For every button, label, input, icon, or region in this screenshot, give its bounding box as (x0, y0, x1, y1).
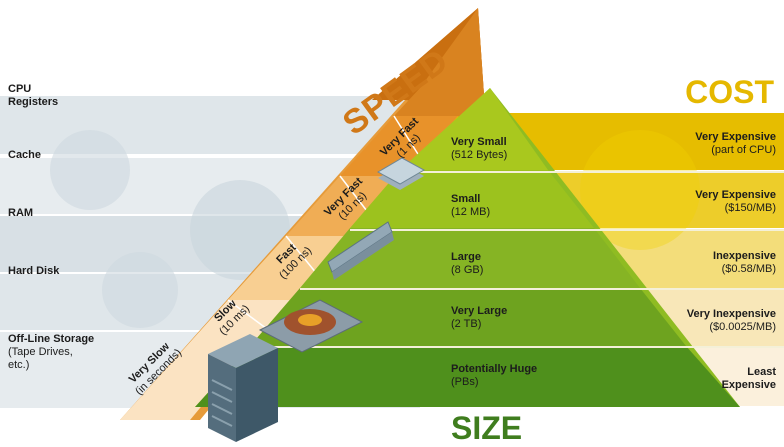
cost-value: Very Expensive (695, 189, 776, 201)
speed-arrow (120, 8, 487, 420)
size-value: Small (451, 193, 481, 205)
level-label-line: CPU (8, 83, 32, 95)
size-detail: (512 Bytes) (451, 149, 508, 161)
size-detail: (12 MB) (451, 206, 491, 218)
size-label-ram: Large (8 GB) (451, 251, 483, 277)
level-label-line: Registers (8, 96, 59, 108)
gear-decoration-icon (580, 130, 700, 250)
level-label-line: etc.) (8, 359, 30, 371)
size-detail: (8 GB) (451, 264, 484, 276)
server-tower-icon (208, 334, 278, 442)
cost-title: COST (685, 74, 774, 110)
cost-value: Very Expensive (695, 131, 776, 143)
size-value: Very Large (451, 305, 508, 317)
cost-detail: ($0.0025/MB) (709, 321, 776, 333)
cost-detail: ($150/MB) (724, 202, 776, 214)
cost-value: Inexpensive (713, 250, 776, 262)
size-label-disk: Very Large (2 TB) (451, 305, 507, 331)
size-value: Very Small (451, 136, 507, 148)
cost-value: Least (747, 366, 776, 378)
cpu-chip-icon (376, 157, 426, 190)
level-label-cache: Cache (8, 149, 42, 161)
size-detail: (2 TB) (451, 318, 482, 330)
size-detail: (PBs) (451, 376, 479, 388)
level-label-hard-disk: Hard Disk (8, 265, 60, 277)
gear-decoration-icon (50, 130, 130, 210)
level-label-offline: Off-Line Storage (Tape Drives, etc.) (8, 333, 94, 372)
level-label-line: (Tape Drives, (8, 346, 73, 358)
cost-label-offline: Least Expensive (722, 366, 776, 392)
size-title: SIZE (451, 410, 523, 446)
level-label-line: Off-Line Storage (8, 333, 95, 345)
gear-decoration-icon (102, 252, 178, 328)
cost-value: Expensive (721, 379, 776, 391)
size-value: Large (451, 251, 481, 263)
cost-label-cache: Very Expensive ($150/MB) (695, 189, 776, 215)
cost-value: Very Inexpensive (686, 308, 776, 320)
size-label-registers: Very Small (512 Bytes) (451, 136, 507, 162)
size-label-offline: Potentially Huge (PBs) (451, 363, 537, 389)
size-value: Potentially Huge (451, 363, 538, 375)
ram-module-icon (327, 221, 394, 280)
hard-disk-icon (258, 299, 364, 353)
cost-detail: (part of CPU) (711, 144, 776, 156)
cost-label-ram: Inexpensive ($0.58/MB) (713, 250, 776, 276)
cost-label-registers: Very Expensive (part of CPU) (695, 131, 776, 157)
size-label-cache: Small (12 MB) (451, 193, 490, 219)
level-label-ram: RAM (8, 207, 34, 219)
cost-label-disk: Very Inexpensive ($0.0025/MB) (687, 308, 776, 334)
gear-decoration-icon (190, 180, 290, 280)
level-label-registers: CPU Registers (8, 83, 58, 109)
cost-detail: ($0.58/MB) (721, 263, 776, 275)
